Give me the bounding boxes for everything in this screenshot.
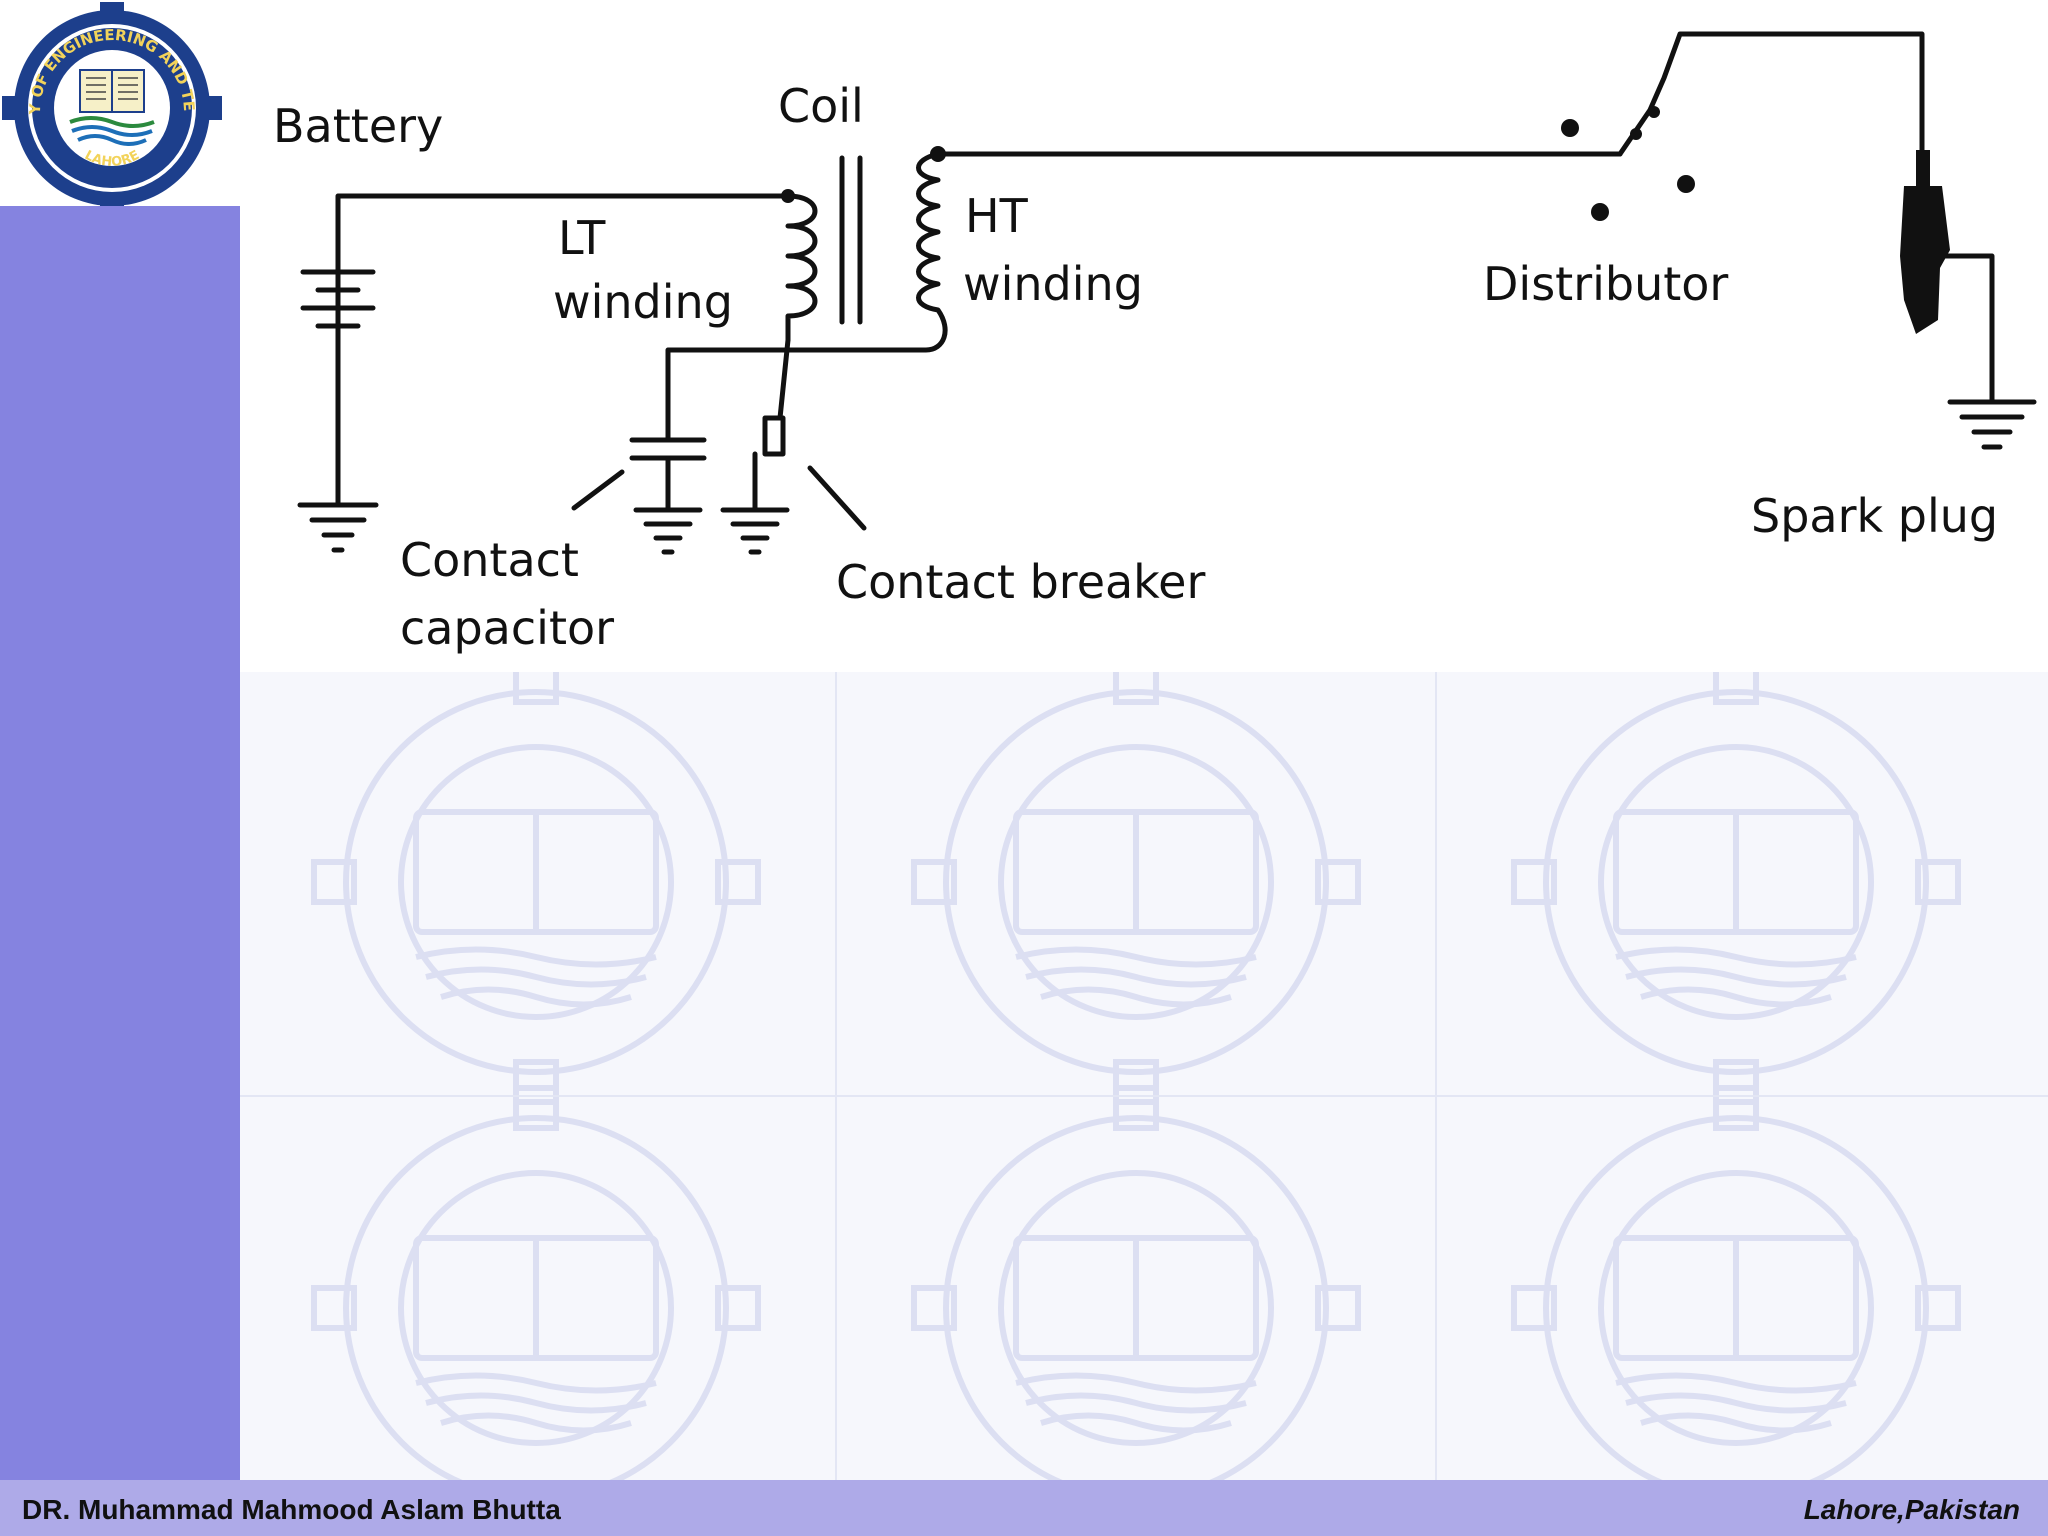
distributor-contact-dot bbox=[1677, 175, 1695, 193]
contact-capacitor-label-line1: Contact bbox=[400, 533, 579, 587]
lt-winding-label-line2: winding bbox=[553, 275, 733, 329]
spark-plug-icon bbox=[1900, 150, 1950, 334]
ht-winding-label-line2: winding bbox=[963, 257, 1143, 311]
battery-ground-icon bbox=[297, 502, 379, 553]
spark-plug-label: Spark plug bbox=[1751, 489, 1998, 543]
battery-symbol bbox=[300, 269, 376, 329]
distributor-contact-dot bbox=[1561, 119, 1579, 137]
distributor-contact-dot bbox=[1648, 106, 1660, 118]
coil-label: Coil bbox=[778, 79, 864, 133]
watermark-logo-pattern bbox=[240, 672, 2048, 1480]
distributor-label: Distributor bbox=[1483, 257, 1728, 311]
capacitor-wire bbox=[665, 347, 791, 443]
junction-dot bbox=[930, 146, 946, 162]
breaker-ground-icon bbox=[720, 507, 790, 555]
ht-winding-label-line1: HT bbox=[965, 189, 1029, 243]
ht-winding-coil bbox=[785, 151, 948, 353]
contact-capacitor-label-line2: capacitor bbox=[400, 601, 614, 655]
capacitor-ground-icon bbox=[633, 507, 703, 555]
breaker-contact bbox=[762, 415, 786, 457]
capacitor-pointer bbox=[571, 469, 625, 511]
distributor-contact-dot bbox=[1591, 203, 1609, 221]
spark-plug-ground-icon bbox=[1947, 399, 2037, 450]
footer-location: Lahore,Pakistan bbox=[1803, 1494, 2020, 1525]
breaker-wire bbox=[777, 337, 791, 421]
lt-winding-coil bbox=[785, 193, 818, 343]
sidebar-band bbox=[0, 206, 240, 1480]
spark-plug-ground-wire bbox=[1937, 253, 1995, 405]
battery-wire bbox=[335, 193, 791, 508]
capacitor-symbol bbox=[629, 437, 707, 461]
distributor-rotor bbox=[1617, 31, 1925, 157]
footer-bar: DR. Muhammad Mahmood Aslam Bhutta Lahore… bbox=[0, 1480, 2048, 1536]
battery-label: Battery bbox=[273, 99, 443, 153]
contact-breaker-label: Contact breaker bbox=[836, 555, 1205, 609]
breaker-pointer bbox=[807, 465, 867, 531]
ignition-circuit-diagram: Battery Coil LT winding HT winding Distr… bbox=[240, 0, 2048, 672]
junction-dot bbox=[781, 189, 795, 203]
distributor-contact-dot bbox=[1630, 128, 1642, 140]
svg-text:LAHORE: LAHORE bbox=[82, 148, 142, 170]
lt-winding-label-line1: LT bbox=[558, 211, 606, 265]
university-logo: UNIVERSITY OF ENGINEERING AND TECHNOLOGY… bbox=[0, 0, 222, 206]
footer-author: DR. Muhammad Mahmood Aslam Bhutta bbox=[22, 1494, 561, 1525]
watermark-background bbox=[240, 672, 2048, 1480]
